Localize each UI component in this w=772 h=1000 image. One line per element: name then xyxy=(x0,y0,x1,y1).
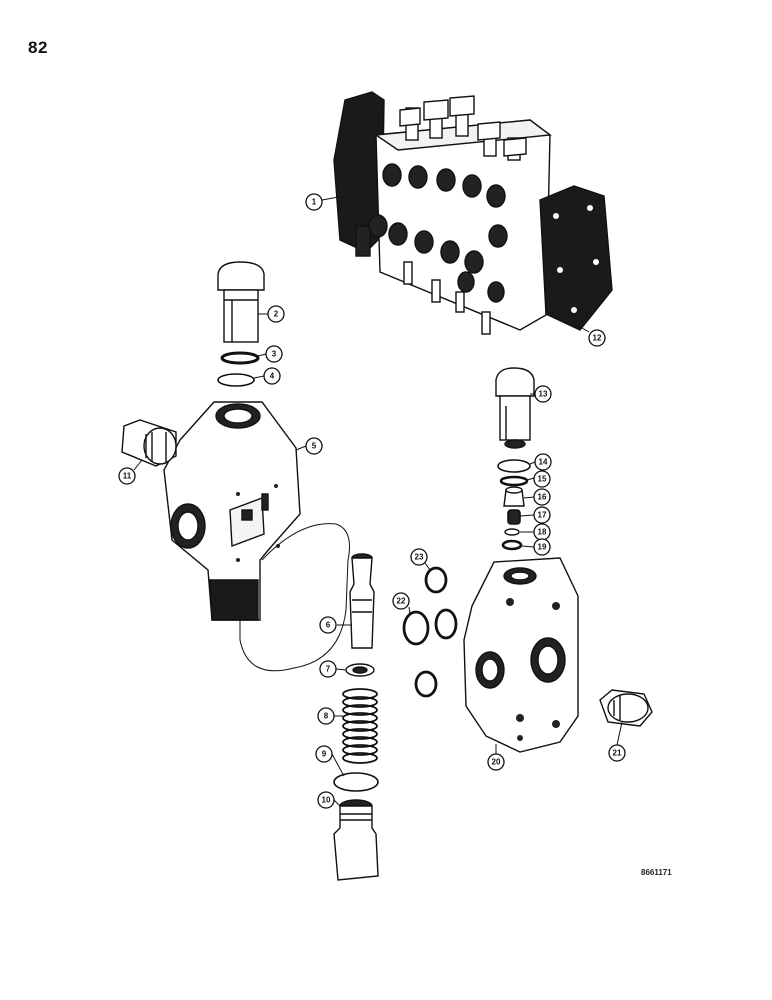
callout-6: 6 xyxy=(319,616,337,634)
callout-7: 7 xyxy=(319,660,337,678)
callout-10: 10 xyxy=(317,791,335,809)
svg-text:12: 12 xyxy=(593,334,602,343)
part-22-o-rings xyxy=(402,608,458,698)
part-18-washer xyxy=(504,528,520,536)
control-valve-assembly xyxy=(333,91,613,335)
svg-text:17: 17 xyxy=(538,511,547,520)
callout-21: 21 xyxy=(608,744,626,762)
part-23-o-ring xyxy=(424,566,448,594)
svg-text:10: 10 xyxy=(322,796,331,805)
callout-22: 22 xyxy=(392,592,410,610)
assembly-guide-line xyxy=(239,523,350,672)
part-20-valve-section xyxy=(463,557,579,753)
page-number: 82 xyxy=(28,38,48,57)
part-8-spring xyxy=(342,688,378,764)
leader-lines xyxy=(133,195,623,807)
svg-text:6: 6 xyxy=(326,621,331,630)
svg-text:14: 14 xyxy=(539,458,548,467)
callout-2: 2 xyxy=(267,305,285,323)
svg-text:9: 9 xyxy=(322,750,327,759)
part-11-plug-fitting xyxy=(121,419,177,467)
svg-text:4: 4 xyxy=(270,372,275,381)
part-15-o-ring xyxy=(499,475,529,487)
svg-text:11: 11 xyxy=(123,472,132,481)
part-6-spool xyxy=(349,553,375,649)
part-5-valve-section xyxy=(163,401,301,621)
callout-15: 15 xyxy=(533,470,551,488)
svg-text:22: 22 xyxy=(397,597,406,606)
svg-text:2: 2 xyxy=(274,310,279,319)
svg-text:20: 20 xyxy=(492,758,501,767)
part-3-o-ring xyxy=(220,351,260,365)
callout-14: 14 xyxy=(534,453,552,471)
callout-19: 19 xyxy=(533,538,551,556)
part-2-plug xyxy=(217,261,265,343)
part-13-plug xyxy=(495,367,535,449)
drawing-code: 8661171 xyxy=(641,868,672,877)
callout-20: 20 xyxy=(487,753,505,771)
callout-16: 16 xyxy=(533,488,551,506)
callout-23: 23 xyxy=(410,548,428,566)
callout-9: 9 xyxy=(315,745,333,763)
part-17-spring xyxy=(507,509,521,525)
part-16-poppet xyxy=(503,486,525,507)
svg-text:16: 16 xyxy=(538,493,547,502)
svg-text:21: 21 xyxy=(613,749,622,758)
callout-18: 18 xyxy=(533,523,551,541)
callout-11: 11 xyxy=(118,467,136,485)
svg-text:3: 3 xyxy=(272,350,277,359)
part-19-o-ring xyxy=(501,539,523,551)
callout-3: 3 xyxy=(265,345,283,363)
svg-text:19: 19 xyxy=(538,543,547,552)
svg-text:1: 1 xyxy=(312,198,317,207)
part-10-cap xyxy=(333,799,379,881)
svg-text:8: 8 xyxy=(324,712,329,721)
callout-8: 8 xyxy=(317,707,335,725)
callout-1: 1 xyxy=(305,193,323,211)
callout-4: 4 xyxy=(263,367,281,385)
callout-12: 12 xyxy=(588,329,606,347)
svg-text:23: 23 xyxy=(415,553,424,562)
svg-text:5: 5 xyxy=(312,442,317,451)
part-4-backup-ring xyxy=(217,373,255,387)
svg-text:18: 18 xyxy=(538,528,547,537)
callout-13: 13 xyxy=(534,385,552,403)
part-21-plug xyxy=(599,689,653,727)
part-7-washer xyxy=(345,663,375,677)
part-9-ring xyxy=(333,772,379,792)
part-14-backup-ring xyxy=(497,459,531,473)
callout-5: 5 xyxy=(305,437,323,455)
callout-17: 17 xyxy=(533,506,551,524)
svg-text:13: 13 xyxy=(539,390,548,399)
svg-text:7: 7 xyxy=(326,665,331,674)
svg-text:15: 15 xyxy=(538,475,547,484)
